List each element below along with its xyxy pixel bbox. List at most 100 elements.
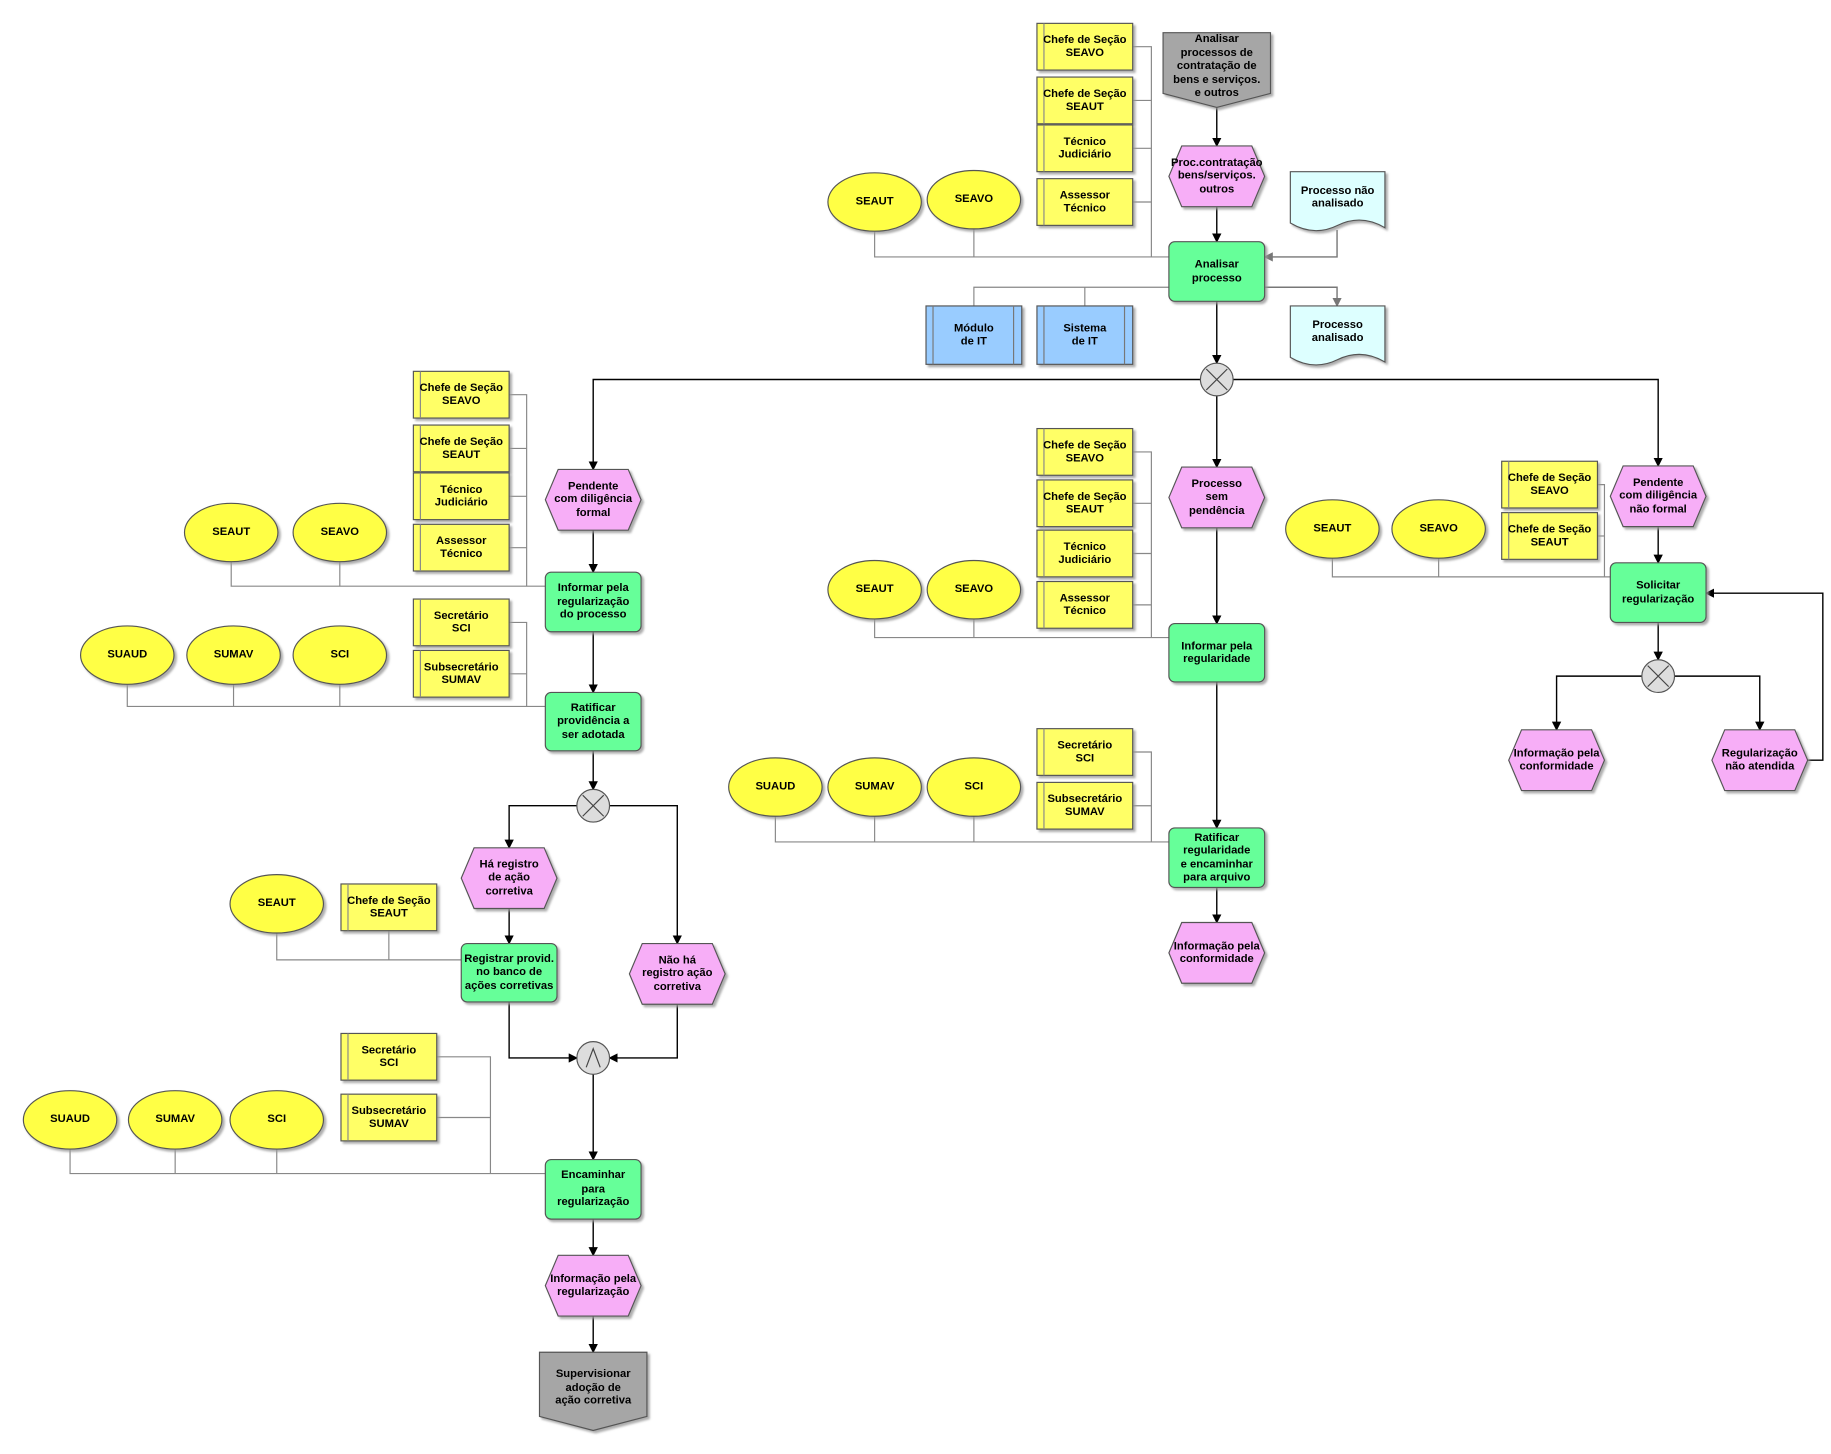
role-r_l9[interactable]	[340, 1093, 438, 1142]
event-label: Regularização não atendida	[1721, 746, 1798, 774]
system-sys2[interactable]	[1036, 305, 1134, 365]
event-label: Informação pela regularização	[550, 1272, 637, 1299]
event-evM2[interactable]	[1168, 921, 1266, 984]
role-label: Secretário SCI	[1057, 738, 1113, 765]
org-unit-o_t1[interactable]	[827, 172, 922, 232]
org-unit-o_l9[interactable]	[229, 1090, 325, 1150]
assignment-line	[774, 816, 1169, 843]
function-fM2[interactable]	[1168, 827, 1266, 889]
role-label: Subsecretário SUMAV	[351, 1104, 427, 1131]
role-r_m4[interactable]	[1036, 580, 1134, 629]
function-label: Ratificar providência a ser adotada	[557, 701, 630, 742]
event-evL[interactable]	[544, 468, 642, 531]
org-unit-o_l4[interactable]	[186, 625, 281, 685]
role-r_l8[interactable]	[340, 1032, 438, 1081]
document-doc2[interactable]	[1289, 305, 1386, 366]
role-r_l2[interactable]	[412, 424, 510, 473]
org-unit-o_r2[interactable]	[1391, 499, 1486, 559]
role-label: Assessor Técnico	[436, 534, 487, 561]
role-r_m5[interactable]	[1036, 728, 1134, 776]
org-unit-o_l7[interactable]	[22, 1090, 118, 1150]
org-unit-label: SUMAV	[854, 780, 895, 794]
function-f1[interactable]	[1168, 241, 1266, 302]
role-r_m6[interactable]	[1036, 781, 1134, 830]
assignment-line	[126, 684, 546, 708]
role-r_t2[interactable]	[1036, 76, 1134, 125]
org-unit-o_l1[interactable]	[183, 502, 279, 563]
event-evL2[interactable]	[460, 847, 558, 910]
role-label: Secretário SCI	[361, 1043, 417, 1070]
event-evM[interactable]	[1168, 466, 1266, 529]
and-connector[interactable]	[576, 1041, 611, 1075]
org-unit-o_t2[interactable]	[926, 169, 1022, 230]
org-unit-label: SEAUT	[855, 582, 894, 596]
function-label: Registrar provid. no banco de ações corr…	[464, 952, 554, 993]
org-unit-label: SEAVO	[1419, 522, 1458, 536]
role-label: Chefe de Seção SEAUT	[347, 893, 431, 921]
event-evL4[interactable]	[544, 1254, 642, 1317]
org-unit-o_l3[interactable]	[79, 625, 175, 685]
event-label: Processo sem pendência	[1189, 477, 1245, 518]
role-label: Chefe de Seção SEAVO	[1043, 438, 1127, 465]
function-fM1[interactable]	[1168, 622, 1266, 683]
role-r_l6[interactable]	[412, 649, 510, 698]
role-r_r2[interactable]	[1501, 512, 1599, 560]
system-sys1[interactable]	[925, 305, 1023, 365]
function-label: Encaminhar para regularização	[557, 1169, 630, 1209]
role-r_m1[interactable]	[1036, 427, 1134, 476]
role-r_t3[interactable]	[1036, 124, 1134, 173]
function-fL3[interactable]	[460, 942, 558, 1003]
role-r_l5[interactable]	[412, 598, 510, 647]
role-label: Chefe de Seção SEAUT	[1507, 522, 1592, 549]
control-flow-arrow	[588, 378, 1201, 471]
org-unit-o_m1[interactable]	[827, 559, 922, 620]
org-unit-label: SCI	[267, 1113, 287, 1126]
role-r_l1[interactable]	[412, 370, 510, 419]
role-r_l7[interactable]	[340, 883, 438, 932]
role-r_l4[interactable]	[412, 523, 510, 572]
document-doc1[interactable]	[1289, 171, 1386, 232]
event-evR[interactable]	[1609, 465, 1707, 528]
xor-connector[interactable]	[576, 788, 611, 823]
function-fL4[interactable]	[544, 1158, 642, 1220]
role-r_m3[interactable]	[1036, 529, 1134, 578]
org-unit-o_m5[interactable]	[926, 757, 1022, 817]
role-r_t1[interactable]	[1036, 22, 1134, 71]
function-fR1[interactable]	[1609, 562, 1707, 623]
org-unit-o_l2[interactable]	[292, 502, 388, 563]
event-evR3[interactable]	[1711, 729, 1809, 792]
function-label: Analisar processo	[1191, 258, 1242, 285]
control-flow-arrow	[1674, 675, 1765, 731]
event-evL3[interactable]	[628, 942, 726, 1005]
function-label: Solicitar regularização	[1622, 579, 1695, 606]
org-unit-o_l5[interactable]	[292, 625, 388, 685]
event-evR2[interactable]	[1508, 729, 1606, 792]
assignment-line	[69, 1149, 546, 1175]
xor-connector[interactable]	[1641, 659, 1676, 694]
role-label: Chefe de Seção SEAVO	[419, 381, 503, 408]
role-r_r1[interactable]	[1501, 460, 1599, 509]
process-interface-end[interactable]	[538, 1351, 648, 1432]
xor-connector[interactable]	[1199, 362, 1234, 397]
org-unit-label: SEAVO	[954, 582, 994, 596]
process-interface-start[interactable]	[1162, 32, 1272, 109]
control-flow-arrow	[1551, 675, 1642, 731]
role-r_m2[interactable]	[1036, 479, 1134, 528]
event-ev1[interactable]	[1168, 145, 1266, 208]
org-unit-label: SEAVO	[954, 192, 994, 206]
org-unit-o_m3[interactable]	[728, 757, 823, 817]
org-unit-o_l6[interactable]	[229, 874, 325, 934]
org-unit-o_r1[interactable]	[1285, 499, 1380, 559]
role-label: Subsecretário SUMAV	[1047, 792, 1123, 819]
org-unit-o_m4[interactable]	[827, 757, 922, 817]
assignment-line	[973, 286, 1169, 306]
role-r_t4[interactable]	[1036, 178, 1134, 226]
org-unit-o_m2[interactable]	[926, 559, 1022, 620]
assignment-line	[276, 933, 462, 961]
org-unit-o_l8[interactable]	[127, 1090, 223, 1150]
role-r_l3[interactable]	[412, 472, 510, 521]
role-label: Chefe de Seção SEAUT	[1043, 489, 1127, 517]
function-fL1[interactable]	[544, 571, 642, 633]
function-fL2[interactable]	[544, 691, 642, 752]
